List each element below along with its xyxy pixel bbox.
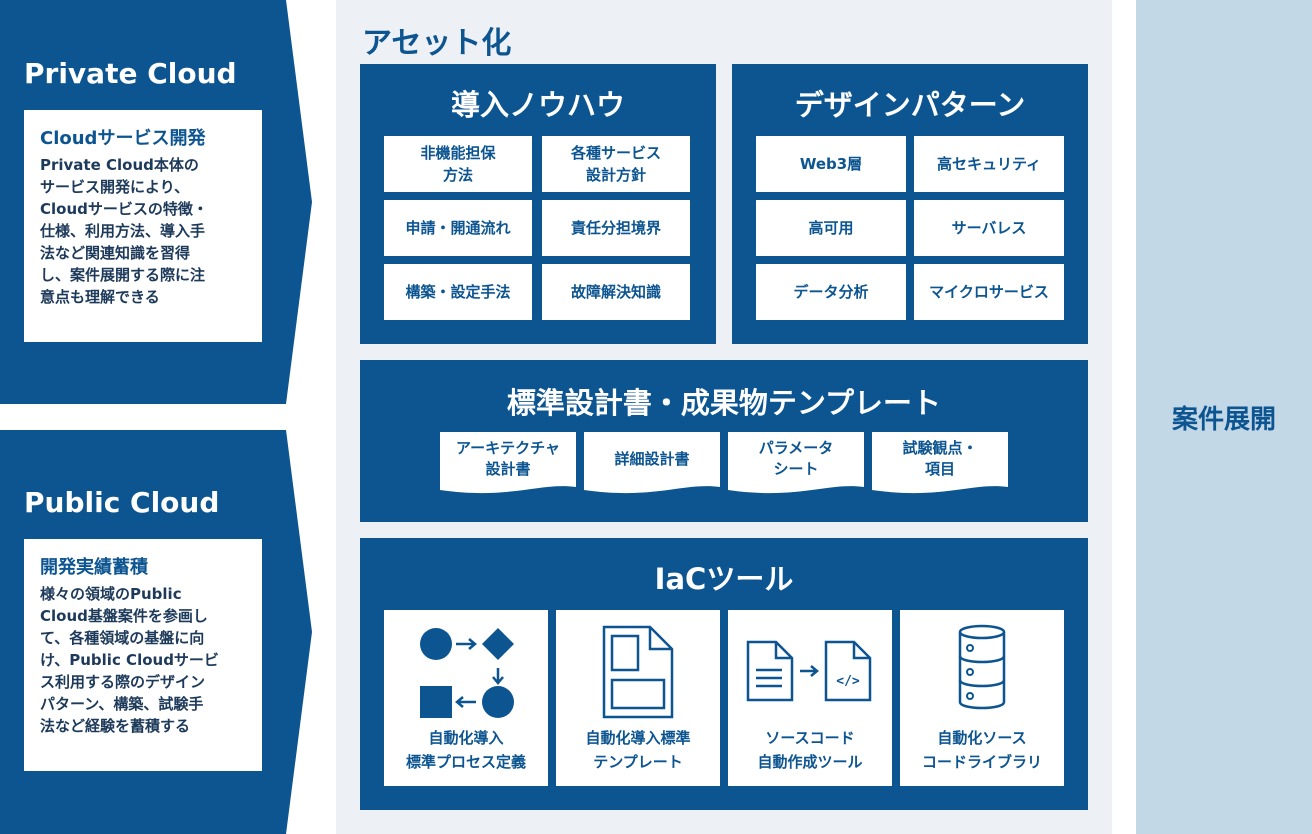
template-doc: アーキテクチャ 設計書 <box>440 432 576 494</box>
doc-wave-icon <box>440 484 576 494</box>
public-cloud-card: 開発実績蓄積 様々の領域のPublic Cloud基盤案件を参画し て、各種領域… <box>24 539 262 771</box>
doc-wave-icon <box>872 484 1008 494</box>
public-cloud-card-heading: 開発実績蓄積 <box>40 557 148 578</box>
knowhow-item: 各種サービス 設計方針 <box>542 136 690 192</box>
patterns-title: デザインパターン <box>794 88 1026 122</box>
public-cloud-arrow: Public Cloud 開発実績蓄積 様々の領域のPublic Cloud基盤… <box>0 430 312 834</box>
iac-tool-library: 自動化ソース コードライブラリ <box>900 610 1064 786</box>
iac-tool-codegen: </> ソースコード 自動作成ツール <box>728 610 892 786</box>
process-flow-icon <box>420 628 514 718</box>
pattern-item: 高可用 <box>756 200 906 256</box>
deployment-band: 案件展開 <box>1136 0 1312 834</box>
private-cloud-card-body: Private Cloud本体の サービス開発により、 Cloudサービスの特徴… <box>40 156 208 306</box>
pattern-item: マイクロサービス <box>914 264 1064 320</box>
iac-section: IaCツール 自動化導入 標準プロセス定義 自動化導入標準 テンプレ <box>360 538 1088 810</box>
iac-tool-label: ソースコード 自動作成ツール <box>757 729 863 771</box>
template-doc-label: 試験観点・ 項目 <box>902 439 978 478</box>
private-cloud-arrow: Private Cloud Cloudサービス開発 Private Cloud本… <box>0 0 312 404</box>
doc-wave-icon <box>584 484 720 494</box>
templates-section: 標準設計書・成果物テンプレート アーキテクチャ 設計書 詳細設計書 パラメータ … <box>360 360 1088 522</box>
iac-tool-label: 自動化導入 標準プロセス定義 <box>405 729 526 771</box>
pattern-item: 高セキュリティ <box>914 136 1064 192</box>
template-layout-icon <box>602 625 674 719</box>
template-doc: パラメータ シート <box>728 432 864 494</box>
iac-tool-template: 自動化導入標準 テンプレート <box>556 610 720 786</box>
template-doc-label: パラメータ シート <box>758 439 834 478</box>
iac-tool-label: 自動化導入標準 テンプレート <box>585 729 691 771</box>
knowhow-item: 故障解決知識 <box>542 264 690 320</box>
public-cloud-title: Public Cloud <box>24 486 220 519</box>
private-cloud-card: Cloudサービス開発 Private Cloud本体の サービス開発により、 … <box>24 110 262 342</box>
knowhow-item: 非機能担保 方法 <box>384 136 532 192</box>
code-generation-icon: </> <box>746 640 872 702</box>
templates-title: 標準設計書・成果物テンプレート <box>506 386 942 420</box>
patterns-section: デザインパターン Web3層 高セキュリティ 高可用 サーバレス データ分析 マ… <box>732 64 1088 344</box>
template-doc: 試験観点・ 項目 <box>872 432 1008 494</box>
code-glyph: </> <box>836 674 860 689</box>
knowhow-section: 導入ノウハウ 非機能担保 方法 各種サービス 設計方針 申請・開通流れ 責任分担… <box>360 64 716 344</box>
template-doc-label: 詳細設計書 <box>614 449 690 468</box>
deployment-label: 案件展開 <box>1171 404 1276 435</box>
template-doc: 詳細設計書 <box>584 432 720 494</box>
private-cloud-card-heading: Cloudサービス開発 <box>40 128 206 149</box>
pattern-item: Web3層 <box>756 136 906 192</box>
database-icon <box>958 624 1006 710</box>
pattern-item: サーバレス <box>914 200 1064 256</box>
knowhow-item: 構築・設定手法 <box>384 264 532 320</box>
knowhow-item: 申請・開通流れ <box>384 200 532 256</box>
asset-title: アセット化 <box>362 26 512 61</box>
template-doc-label: アーキテクチャ 設計書 <box>456 439 560 478</box>
private-cloud-title: Private Cloud <box>24 57 237 90</box>
doc-wave-icon <box>728 484 864 494</box>
knowhow-title: 導入ノウハウ <box>450 88 625 122</box>
iac-tool-process: 自動化導入 標準プロセス定義 <box>384 610 548 786</box>
knowhow-item: 責任分担境界 <box>542 200 690 256</box>
asset-panel: アセット化 導入ノウハウ 非機能担保 方法 各種サービス 設計方針 申請・開通流… <box>336 0 1112 834</box>
iac-tool-label: 自動化ソース コードライブラリ <box>921 729 1042 771</box>
pattern-item: データ分析 <box>756 264 906 320</box>
iac-title: IaCツール <box>654 562 794 596</box>
public-cloud-card-body: 様々の領域のPublic Cloud基盤案件を参画し て、各種領域の基盤に向 け… <box>40 585 219 735</box>
